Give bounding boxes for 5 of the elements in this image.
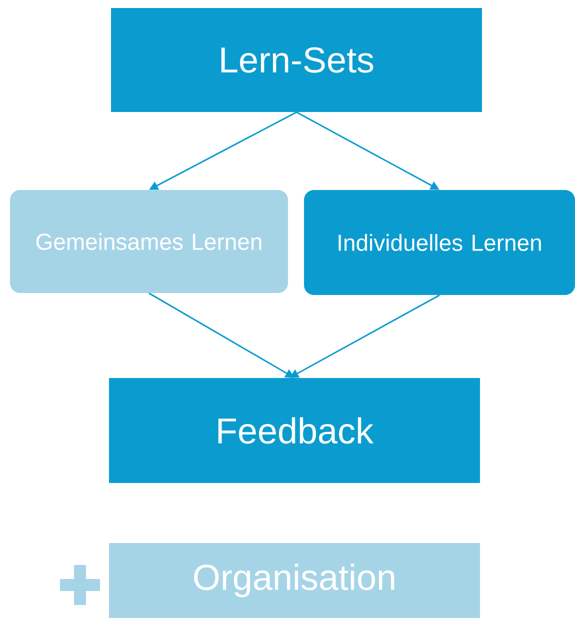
organisation-box: Organisation xyxy=(109,543,480,618)
title-box: Lern-Sets xyxy=(111,8,482,112)
process-box: Gemeinsames Lernen xyxy=(10,190,288,293)
process-box: Individuelles Lernen xyxy=(304,190,575,295)
result-box: Feedback xyxy=(109,378,480,483)
